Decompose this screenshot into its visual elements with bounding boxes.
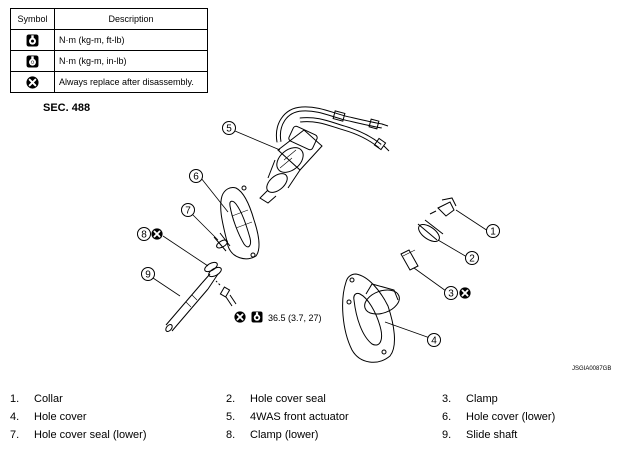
parts-list: 1. Collar 2. Hole cover seal 3. Clamp 4. Hole c…	[0, 393, 626, 447]
hole-cover-seal-lower-part	[213, 232, 231, 252]
callout-2: 2	[465, 251, 479, 265]
part-number: 9.	[442, 429, 452, 441]
description-header: Description	[54, 8, 208, 30]
part-number: 6.	[442, 411, 452, 423]
slide-shaft-part	[165, 273, 219, 332]
legend-header-row: Symbol Description	[10, 8, 208, 30]
callout-label: 7	[185, 206, 191, 217]
clamp-lower-part	[204, 261, 222, 278]
symbol-header: Symbol	[10, 8, 55, 30]
part-name: Clamp (lower)	[250, 429, 319, 441]
part-name: 4WAS front actuator	[250, 411, 349, 423]
callout-label: 3	[448, 289, 454, 300]
leader-lines	[152, 130, 489, 339]
hole-cover-lower-part	[220, 185, 260, 260]
callout-label: 4	[431, 336, 437, 347]
hole-cover-seal-part	[417, 219, 444, 242]
part-number: 1.	[10, 393, 20, 405]
torque-spec: 36.5 (3.7, 27)	[268, 313, 322, 323]
part-name: Slide shaft	[466, 429, 518, 441]
callout-4: 4	[427, 333, 441, 347]
actuator-part	[259, 106, 390, 204]
torque-annotation: 36.5 (3.7, 27)	[234, 311, 322, 323]
parts-row: 7. Hole cover seal (lower) 8. Clamp (lower)…	[0, 429, 626, 447]
part-name: Hole cover seal	[250, 393, 326, 405]
parts-row: 4. Hole cover 5. 4WAS front actuator 6. Hole …	[0, 411, 626, 429]
drawing-code: JSGIA0087GB	[572, 366, 612, 372]
legend-table: Symbol Description N·m (kg-m, ft-lb) N·m…	[10, 8, 208, 93]
always-replace-icon	[234, 311, 246, 323]
part-name: Collar	[34, 393, 63, 405]
part-number: 8.	[226, 429, 236, 441]
callout-9: 9	[141, 267, 155, 281]
bolt-part	[215, 280, 237, 307]
legend-description: Always replace after disassembly.	[54, 71, 208, 93]
callout-1: 1	[486, 224, 500, 238]
callout-label: 2	[469, 254, 475, 265]
part-number: 2.	[226, 393, 236, 405]
callout-8: 8	[137, 227, 163, 241]
callout-label: 5	[226, 124, 232, 135]
part-name: Hole cover (lower)	[466, 411, 556, 423]
callout-label: 6	[193, 172, 199, 183]
hole-cover-part	[342, 273, 400, 363]
part-number: 3.	[442, 393, 452, 405]
part-name: Clamp	[466, 393, 498, 405]
always-replace-icon	[459, 287, 471, 299]
part-name: Hole cover	[34, 411, 87, 423]
part-number: 5.	[226, 411, 236, 423]
exploded-view-drawing: 5 6 7 8 9 1 2 3 4 36.5 (3.7, 27)	[137, 106, 500, 363]
callout-3: 3	[444, 286, 471, 300]
callout-label: 8	[141, 230, 147, 241]
part-name: Hole cover seal (lower)	[34, 429, 147, 441]
part-number: 4.	[10, 411, 20, 423]
callout-label: 9	[145, 270, 151, 281]
parts-row: 1. Collar 2. Hole cover seal 3. Clamp	[0, 393, 626, 411]
torque-wrench-small-icon	[26, 55, 39, 68]
legend-row: Always replace after disassembly.	[10, 71, 208, 93]
always-replace-icon	[151, 228, 163, 240]
torque-wrench-icon	[251, 311, 263, 323]
callout-label: 1	[490, 227, 496, 238]
clamp-part	[400, 249, 419, 271]
callout-7: 7	[181, 203, 195, 217]
callout-6: 6	[189, 169, 203, 183]
part-number: 7.	[10, 429, 20, 441]
collar-part	[429, 197, 457, 217]
callout-5: 5	[222, 121, 236, 135]
section-label: SEC. 488	[43, 102, 91, 114]
